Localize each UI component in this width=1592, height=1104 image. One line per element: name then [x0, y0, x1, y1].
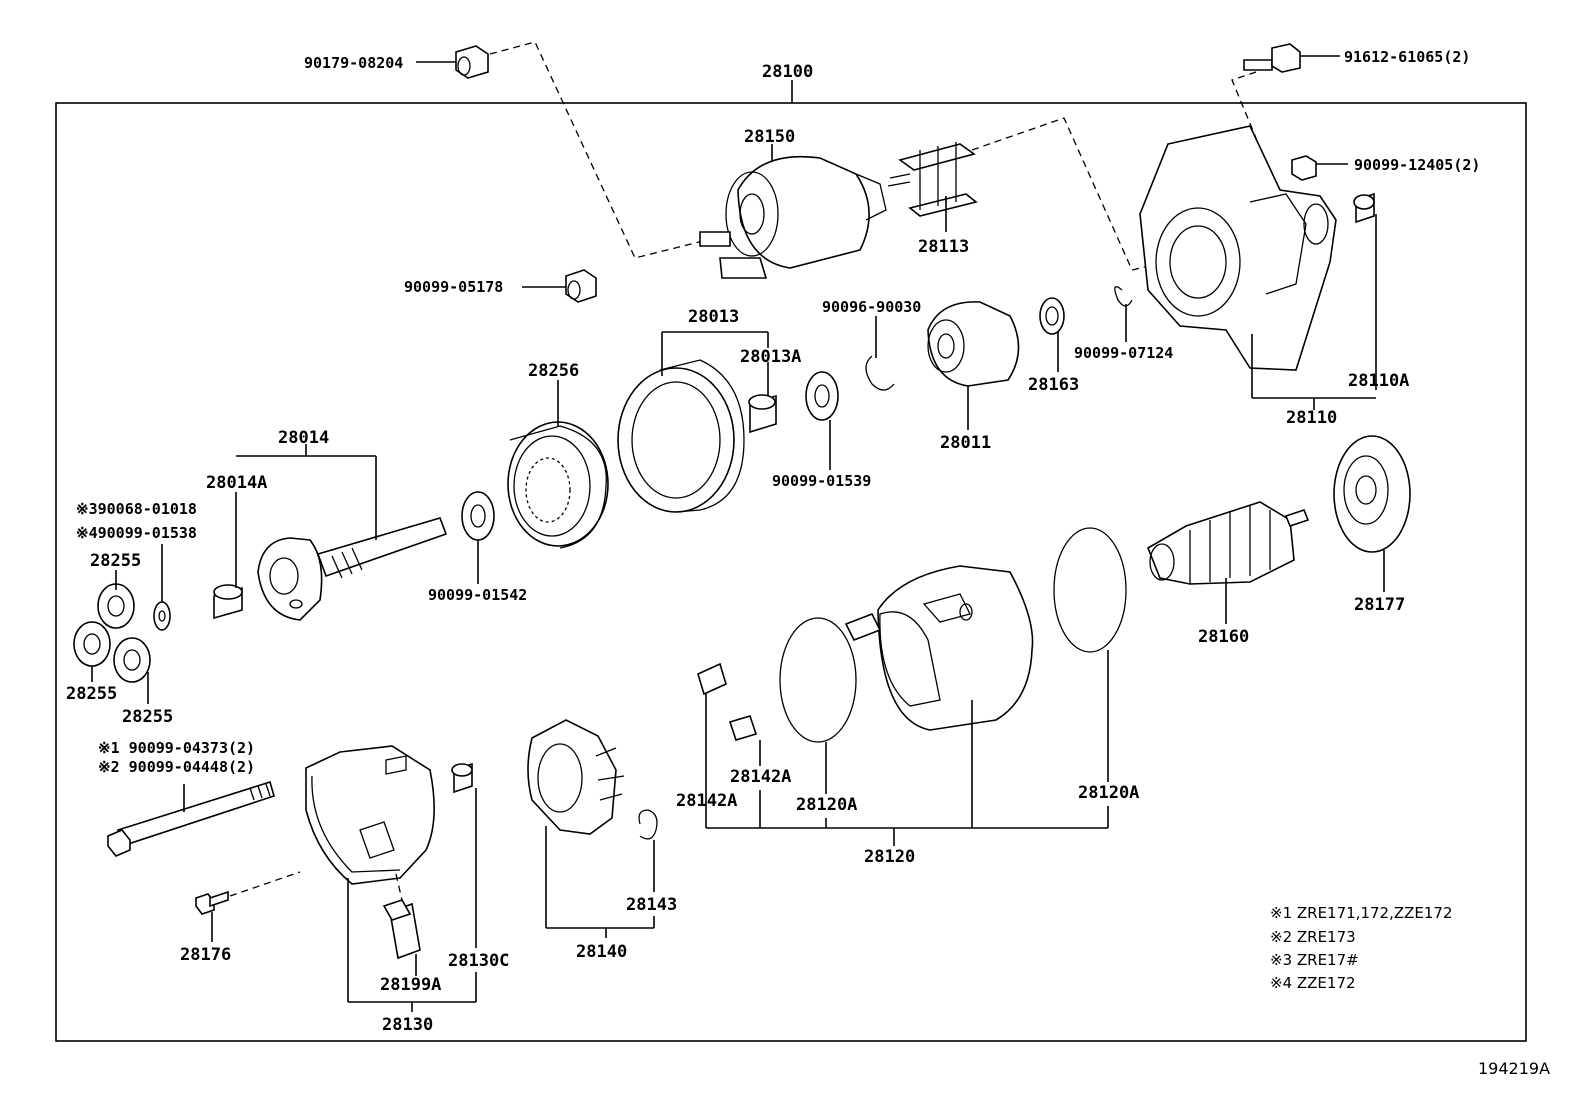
note-4: ※4 ZZE172 — [1270, 974, 1356, 992]
planetary-gear-28255-a — [97, 583, 135, 629]
screw-28176 — [195, 890, 229, 915]
bushing-28014A — [213, 584, 243, 620]
label-90099-05178: 90099-05178 — [404, 278, 503, 296]
label-28256: 28256 — [528, 361, 579, 381]
nut-90099-05178 — [565, 269, 597, 303]
o-ring-28120A-a — [779, 617, 857, 743]
label-28255-a: 28255 — [90, 551, 141, 571]
label-90099-07124: 90099-07124 — [1074, 344, 1173, 362]
housing-28110 — [1139, 125, 1337, 371]
label-28143: 28143 — [626, 895, 677, 915]
washer-28163 — [1039, 297, 1065, 335]
label-28113: 28113 — [918, 237, 969, 257]
label-90068-01018: ※390068-01018 — [76, 500, 197, 518]
magnetic-switch-28150 — [699, 155, 887, 279]
note-3: ※3 ZRE17# — [1270, 951, 1359, 969]
label-28013A: 28013A — [740, 347, 801, 367]
note-2: ※2 ZRE173 — [1270, 928, 1356, 946]
label-28160: 28160 — [1198, 627, 1249, 647]
cap-90099-12405 — [1291, 155, 1317, 181]
label-28142A-b: 28142A — [676, 791, 737, 811]
label-28110A: 28110A — [1348, 371, 1409, 391]
label-28130C: 28130C — [448, 951, 509, 971]
label-90099-01539: 90099-01539 — [772, 472, 871, 490]
o-ring-28120A-b — [1053, 527, 1127, 653]
figure-reference: 194219A — [1478, 1059, 1550, 1078]
label-28255-c: 28255 — [122, 707, 173, 727]
yoke-28120 — [844, 565, 1034, 731]
label-28177: 28177 — [1354, 595, 1405, 615]
end-frame-28130 — [305, 745, 435, 885]
bushing-28130C — [451, 762, 473, 794]
washer-90099-01539 — [805, 371, 839, 421]
label-90099-12405: 90099-12405(2) — [1354, 156, 1480, 174]
label-28110: 28110 — [1286, 408, 1337, 428]
brush-28142A-b — [728, 715, 758, 741]
planetary-gear-28255-c — [113, 637, 151, 683]
bushing-28013A — [748, 394, 777, 434]
label-90179-08204: 90179-08204 — [304, 54, 403, 72]
label-28014A: 28014A — [206, 473, 267, 493]
label-28140: 28140 — [576, 942, 627, 962]
planetary-shaft-28014 — [257, 517, 448, 621]
label-91612-61065: 91612-61065(2) — [1344, 48, 1470, 66]
label-28014: 28014 — [278, 428, 329, 448]
nut-90179-08204 — [455, 45, 489, 79]
brush-28142A-a — [697, 662, 727, 696]
label-28199A: 28199A — [380, 975, 441, 995]
washer-90099-01542 — [461, 491, 495, 541]
bushing-28110A — [1353, 192, 1375, 224]
label-90099-01542: 90099-01542 — [428, 586, 527, 604]
label-28176: 28176 — [180, 945, 231, 965]
part-28199A — [382, 899, 421, 960]
label-90099-01538: ※490099-01538 — [76, 524, 197, 542]
clip-90096-90030 — [865, 355, 895, 391]
spring-28143 — [638, 809, 658, 840]
planetary-gear-28255-b — [73, 621, 111, 667]
label-28120A-b: 28120A — [1078, 783, 1139, 803]
cover-28177 — [1333, 435, 1411, 553]
label-28100: 28100 — [762, 62, 813, 82]
washer-90068-01018 — [153, 601, 171, 631]
gear-housing-28013 — [617, 359, 745, 513]
label-90099-04373: ※1 90099-04373(2) — [98, 739, 255, 757]
label-28142A-a: 28142A — [730, 767, 791, 787]
assembly-frame — [55, 102, 1527, 1042]
internal-gear-28256 — [507, 421, 609, 549]
contact-plate-28113 — [887, 142, 978, 217]
clutch-28011 — [927, 301, 1020, 387]
snap-ring-90099-07124 — [1114, 286, 1133, 307]
armature-28160 — [1147, 501, 1310, 585]
note-1: ※1 ZRE171,172,ZZE172 — [1270, 904, 1453, 922]
label-28011: 28011 — [940, 433, 991, 453]
label-28163: 28163 — [1028, 375, 1079, 395]
label-28130: 28130 — [382, 1015, 433, 1035]
label-28150: 28150 — [744, 127, 795, 147]
label-90096-90030: 90096-90030 — [822, 298, 921, 316]
label-90099-04448: ※2 90099-04448(2) — [98, 758, 255, 776]
label-28013: 28013 — [688, 307, 739, 327]
label-28120A-a: 28120A — [796, 795, 857, 815]
bolt-91612-61065 — [1243, 43, 1301, 73]
label-28255-b: 28255 — [66, 684, 117, 704]
brush-holder-28140 — [527, 719, 625, 835]
through-bolt-90099-04373 — [107, 780, 275, 857]
label-28120: 28120 — [864, 847, 915, 867]
